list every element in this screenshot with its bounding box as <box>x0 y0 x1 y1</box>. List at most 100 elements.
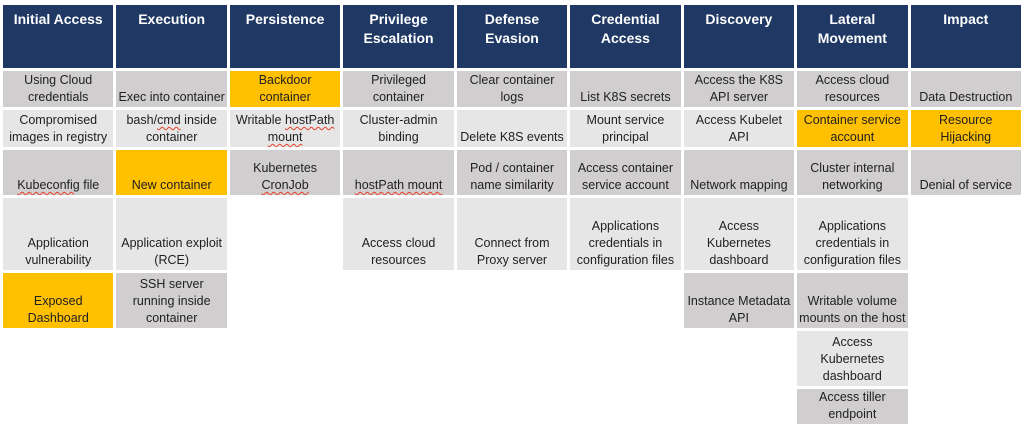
technique-cell-access-the-k8s-api-server: Access the K8S API server <box>683 71 795 107</box>
technique-label: Privileged container <box>371 73 426 104</box>
tactic-header-label: Impact <box>943 11 989 27</box>
technique-cell-access-kubelet-api: Access Kubelet API <box>683 110 795 147</box>
technique-cell-resource-hijacking: Resource Hijacking <box>910 110 1021 147</box>
technique-label: Applications credentials in configuratio… <box>576 219 675 267</box>
technique-cell-using-cloud-credentials: Using Cloud credentials <box>3 71 114 107</box>
technique-label: Resource Hijacking <box>939 113 993 144</box>
misspelled-word-squiggle: hostPath mount <box>267 113 335 144</box>
technique-cell-application-exploit-rce: Application exploit (RCE) <box>116 198 227 270</box>
technique-cell-bash-cmd-inside-container: bash/cmd inside container <box>116 110 227 147</box>
misspelled-word-squiggle: hostPath mount <box>354 178 443 192</box>
tactic-header-privilege-escalation: Privilege Escalation <box>343 5 454 68</box>
technique-label: Access cloud resources <box>361 236 436 267</box>
technique-label: bash/cmd inside container <box>126 113 217 144</box>
technique-label: Kubeconfig file <box>17 178 100 192</box>
technique-cell-kubernetes-cronjob: Kubernetes CronJob <box>229 150 341 195</box>
technique-label: Backdoor container <box>258 73 312 104</box>
technique-label: Access Kubelet API <box>695 113 782 144</box>
technique-label: Access Kubernetes dashboard <box>706 219 771 267</box>
technique-label: Access Kubernetes dashboard <box>820 335 885 383</box>
technique-cell-application-vulnerability: Application vulnerability <box>3 198 114 270</box>
technique-cell-applications-credentials-in-configuration-files: Applications credentials in configuratio… <box>570 198 681 270</box>
tactic-header-execution: Execution <box>116 5 227 68</box>
misspelled-word-squiggle: CronJob <box>261 178 309 192</box>
technique-cell-pod-container-name-similarity: Pod / container name similarity <box>456 150 568 195</box>
technique-label: New container <box>131 178 212 192</box>
technique-label: Application vulnerability <box>25 236 92 267</box>
technique-cell-applications-credentials-in-configuration-files: Applications credentials in configuratio… <box>797 198 908 270</box>
technique-label: Compromised images in registry <box>9 113 108 144</box>
technique-label: Cluster internal networking <box>810 161 895 192</box>
technique-cell-compromised-images-in-registry: Compromised images in registry <box>3 110 114 147</box>
technique-cell-access-cloud-resources: Access cloud resources <box>797 71 908 107</box>
technique-label: Using Cloud credentials <box>24 73 93 104</box>
tactic-header-label: Initial Access <box>13 11 103 27</box>
technique-cell-network-mapping: Network mapping <box>683 150 795 195</box>
tactic-header-label: Discovery <box>705 11 773 27</box>
technique-cell-denial-of-service: Denial of service <box>910 150 1021 195</box>
technique-label: Writable hostPath mount <box>235 113 335 144</box>
technique-cell-list-k8s-secrets: List K8S secrets <box>570 71 681 107</box>
technique-cell-mount-service-principal: Mount service principal <box>570 110 681 147</box>
technique-label: Access tiller endpoint <box>818 390 886 421</box>
technique-label: List K8S secrets <box>580 90 671 104</box>
tactic-header-label: Persistence <box>245 11 325 27</box>
technique-label: Clear container logs <box>469 73 555 104</box>
technique-label: Mount service principal <box>586 113 665 144</box>
technique-label: Pod / container name similarity <box>469 161 555 192</box>
technique-label: Data Destruction <box>919 90 1013 104</box>
technique-label: Denial of service <box>919 178 1012 192</box>
technique-cell-cluster-admin-binding: Cluster-admin binding <box>343 110 454 147</box>
technique-cell-clear-container-logs: Clear container logs <box>456 71 568 107</box>
technique-cell-access-cloud-resources: Access cloud resources <box>343 198 454 270</box>
technique-label: Exec into container <box>118 90 225 104</box>
technique-cell-access-kubernetes-dashboard: Access Kubernetes dashboard <box>683 198 795 270</box>
technique-cell-exposed-dashboard: Exposed Dashboard <box>3 273 114 328</box>
tactic-header-label: Defense Evasion <box>484 11 540 46</box>
technique-label: Writable volume mounts on the host <box>799 294 906 325</box>
technique-cell-ssh-server-running-inside-container: SSH server running inside container <box>116 273 227 328</box>
tactic-header-label: Credential Access <box>591 11 660 46</box>
tactic-header-defense-evasion: Defense Evasion <box>456 5 568 68</box>
technique-label: Exposed Dashboard <box>27 294 89 325</box>
tactic-header-label: Lateral Movement <box>817 11 887 46</box>
technique-label: Connect from Proxy server <box>474 236 550 267</box>
technique-cell-connect-from-proxy-server: Connect from Proxy server <box>456 198 568 270</box>
technique-label: hostPath mount <box>355 177 443 194</box>
technique-label: Instance Metadata API <box>687 294 791 325</box>
tactic-header-label: Execution <box>138 11 206 27</box>
tactic-header-credential-access: Credential Access <box>570 5 681 68</box>
technique-label: Network mapping <box>690 178 788 192</box>
technique-label: Kubernetes CronJob <box>253 161 318 192</box>
tactic-header-initial-access: Initial Access <box>3 5 114 68</box>
technique-cell-cluster-internal-networking: Cluster internal networking <box>797 150 908 195</box>
technique-label: Applications credentials in configuratio… <box>803 219 901 267</box>
technique-cell-delete-k8s-events: Delete K8S events <box>456 110 568 147</box>
tactic-header-label: Privilege Escalation <box>363 11 434 46</box>
tactic-header-persistence: Persistence <box>229 5 341 68</box>
technique-cell-access-container-service-account: Access container service account <box>570 150 681 195</box>
technique-cell-hostpath-mount: hostPath mount <box>343 150 454 195</box>
tactic-header-discovery: Discovery <box>683 5 795 68</box>
technique-label: Cluster-admin binding <box>359 113 438 144</box>
technique-cell-access-kubernetes-dashboard: Access Kubernetes dashboard <box>797 331 908 386</box>
tactic-header-lateral-movement: Lateral Movement <box>797 5 908 68</box>
technique-label: Application exploit (RCE) <box>121 236 223 267</box>
technique-cell-exec-into-container: Exec into container <box>116 71 227 107</box>
technique-label: Delete K8S events <box>460 130 564 144</box>
technique-cell-access-tiller-endpoint: Access tiller endpoint <box>797 389 908 424</box>
technique-label: Access container service account <box>577 161 674 192</box>
technique-cell-new-container: New container <box>116 150 227 195</box>
technique-cell-writable-hostpath-mount: Writable hostPath mount <box>229 110 341 147</box>
technique-label: SSH server running inside container <box>132 277 211 325</box>
technique-cell-writable-volume-mounts-on-the-host: Writable volume mounts on the host <box>797 273 908 328</box>
technique-cell-instance-metadata-api: Instance Metadata API <box>683 273 795 328</box>
technique-label: Access cloud resources <box>815 73 890 104</box>
technique-label: Container service account <box>803 113 901 144</box>
technique-cell-privileged-container: Privileged container <box>343 71 454 107</box>
misspelled-word-squiggle: cmd <box>157 113 181 127</box>
technique-cell-container-service-account: Container service account <box>797 110 908 147</box>
technique-cell-backdoor-container: Backdoor container <box>229 71 341 107</box>
technique-cell-kubeconfig-file: Kubeconfig file <box>3 150 114 195</box>
